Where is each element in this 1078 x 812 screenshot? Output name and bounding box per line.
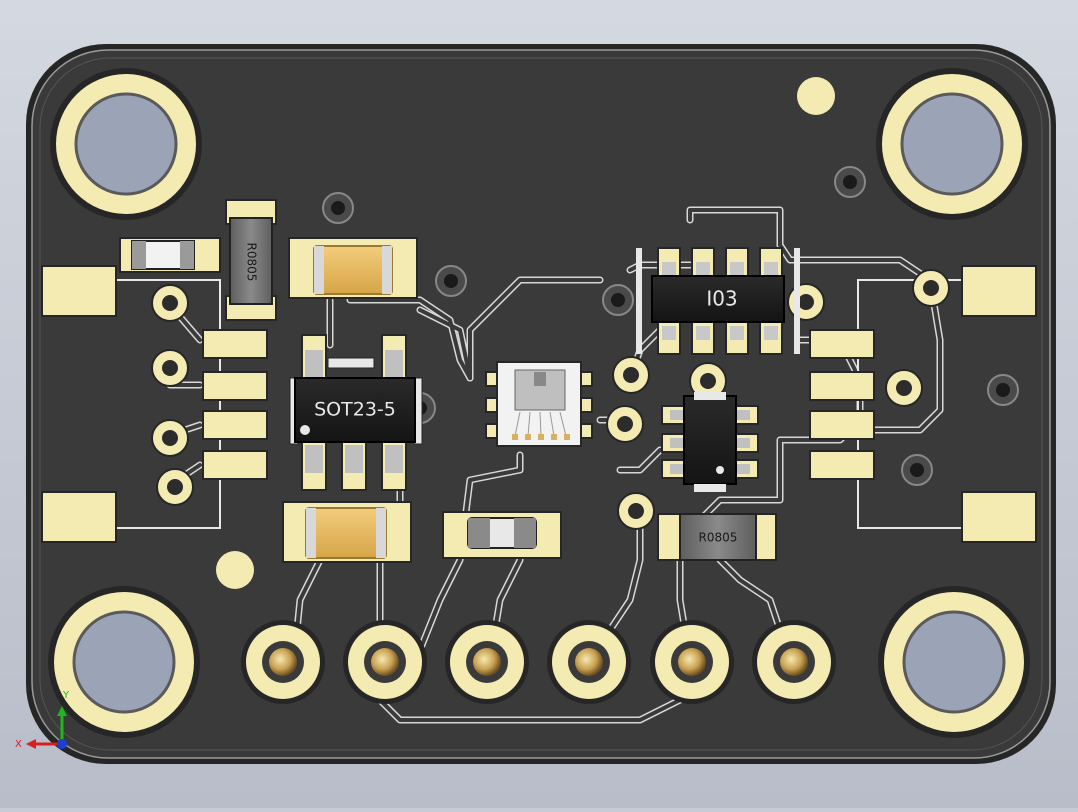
header-pin bbox=[445, 620, 529, 704]
capacitor-c2 bbox=[282, 501, 412, 563]
fiducials bbox=[216, 77, 835, 589]
header-pin bbox=[752, 620, 836, 704]
header-pin bbox=[241, 620, 325, 704]
mounting-hole-top-left bbox=[50, 68, 202, 220]
axis-triad[interactable]: Y X bbox=[15, 690, 70, 750]
small-resistor-middle bbox=[442, 511, 562, 559]
ic-sot23-5-label: SOT23-5 bbox=[314, 399, 396, 421]
connector-outlines bbox=[116, 279, 962, 529]
header-pins bbox=[241, 620, 836, 704]
header-pin bbox=[650, 620, 734, 704]
x-axis-label: X bbox=[15, 739, 22, 750]
resistor-r1-label: R0805 bbox=[245, 243, 259, 282]
header-pin bbox=[343, 620, 427, 704]
vias bbox=[322, 166, 1019, 486]
resistor-r1: R0805 bbox=[225, 199, 277, 321]
left-connector bbox=[41, 265, 268, 543]
right-connector bbox=[809, 265, 1037, 543]
resistor-r2: R0805 bbox=[657, 513, 777, 561]
resistor-r2-label: R0805 bbox=[699, 531, 738, 545]
y-axis-label: Y bbox=[62, 690, 70, 701]
header-pin bbox=[547, 620, 631, 704]
mounting-hole-bottom-right bbox=[878, 586, 1030, 738]
mounting-hole-bottom-left bbox=[48, 586, 200, 738]
ic-msop bbox=[661, 392, 759, 492]
fiducial-bottom bbox=[216, 551, 254, 589]
z-axis-dot bbox=[57, 739, 67, 749]
small-resistor-left bbox=[119, 237, 221, 273]
mounting-holes bbox=[48, 68, 1030, 738]
fiducial-top bbox=[797, 77, 835, 115]
resistor-array-i03: I03 bbox=[636, 247, 800, 355]
capacitor-c1 bbox=[288, 237, 418, 299]
ic-sot23-5: SOT23-5 bbox=[289, 334, 423, 491]
resistor-array-label: I03 bbox=[706, 287, 737, 311]
copper-traces bbox=[166, 206, 944, 724]
sensor-lga bbox=[485, 361, 593, 447]
mounting-hole-top-right bbox=[876, 68, 1028, 220]
